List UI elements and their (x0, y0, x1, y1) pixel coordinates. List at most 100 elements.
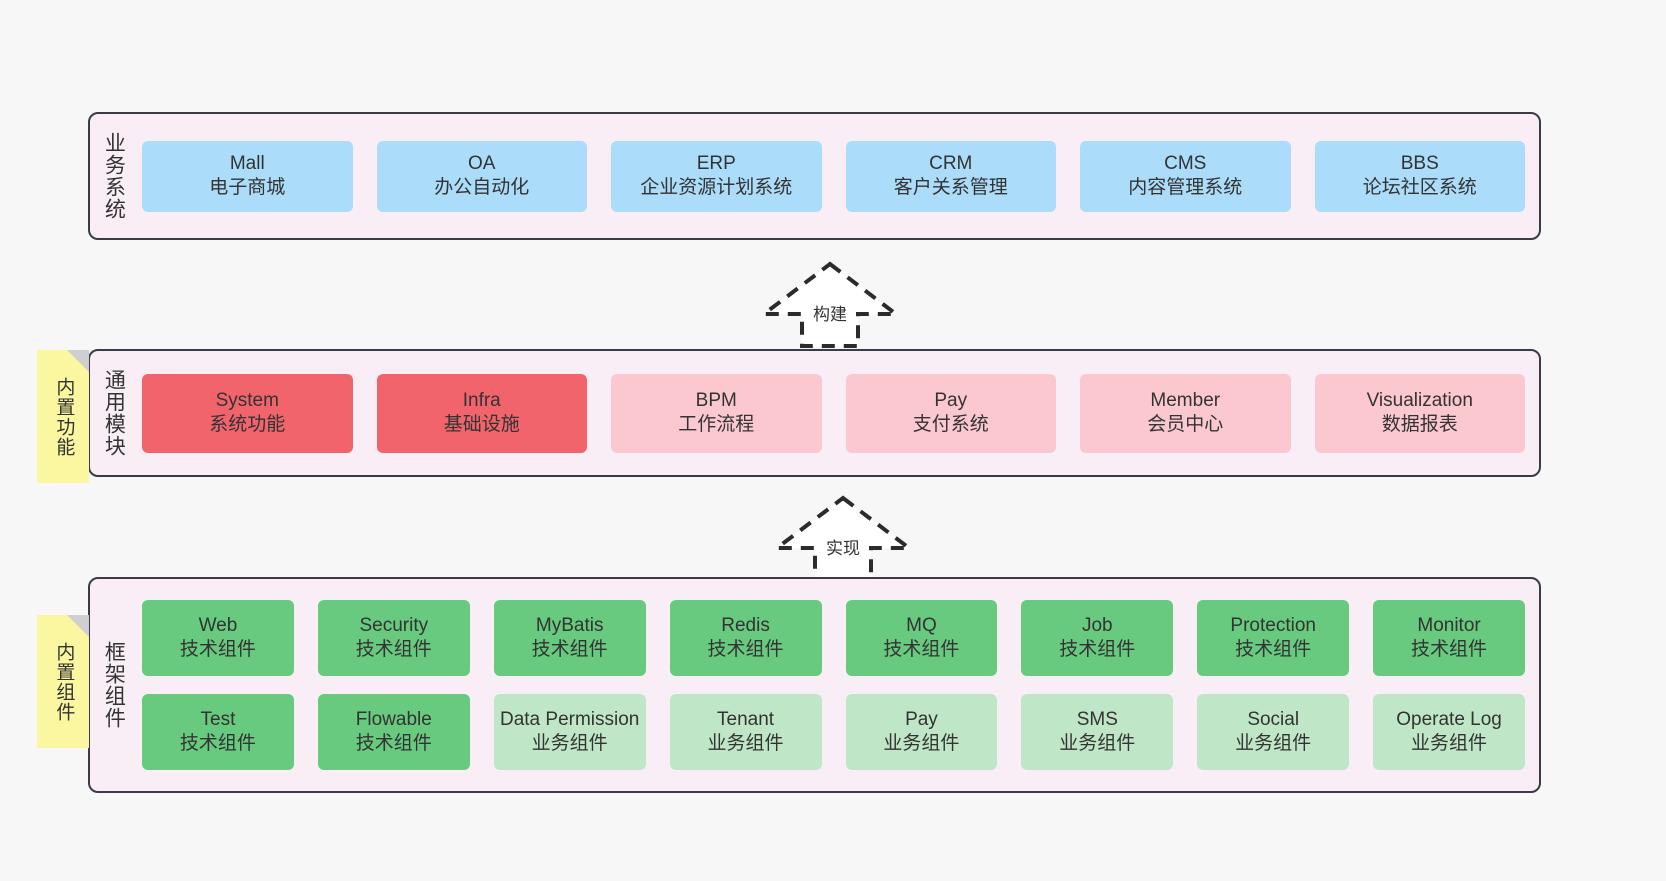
connector-build-arrow: 构建 (755, 258, 905, 350)
card-sms[interactable]: SMS 业务组件 (1021, 694, 1174, 770)
card-social[interactable]: Social 业务组件 (1197, 694, 1350, 770)
card-data-permission[interactable]: Data Permission 业务组件 (493, 694, 646, 770)
card-visualization[interactable]: Visualization 数据报表 (1314, 373, 1525, 453)
card-protection[interactable]: Protection 技术组件 (1197, 600, 1350, 676)
card-oa[interactable]: OA 办公自动化 (376, 140, 587, 212)
card-title: MQ (906, 614, 937, 636)
layer-title-framework-component: 框架组件 (102, 641, 126, 729)
note-fold-corner-icon (67, 615, 89, 637)
card-subtitle: 业务组件 (1411, 733, 1488, 754)
layer-body-framework-component: Web 技术组件 Security 技术组件 MyBatis 技术组件 Redi… (136, 579, 1539, 791)
card-subtitle: 技术组件 (355, 639, 432, 660)
card-subtitle: 办公自动化 (434, 177, 530, 198)
layer-title-common-module: 通用模块 (102, 369, 126, 457)
layer-body-business-system: Mall 电子商城 OA 办公自动化 ERP 企业资源计划系统 CRM 客户关系… (136, 114, 1539, 238)
card-subtitle: 技术组件 (707, 639, 784, 660)
card-title: MyBatis (535, 614, 604, 636)
card-title: Pay (905, 708, 938, 730)
card-title: System (215, 389, 279, 411)
card-member[interactable]: Member 会员中心 (1080, 373, 1291, 453)
card-title: Operate Log (1396, 708, 1502, 730)
note-label: 内置功能 (53, 376, 75, 457)
card-title: OA (468, 152, 496, 174)
card-operate-log[interactable]: Operate Log 业务组件 (1373, 694, 1525, 770)
card-subtitle: 数据报表 (1381, 414, 1458, 435)
card-title: Flowable (355, 708, 432, 730)
card-tenant[interactable]: Tenant 业务组件 (669, 694, 822, 770)
card-mq[interactable]: MQ 技术组件 (845, 600, 998, 676)
layer-business-system[interactable]: 业务系统 Mall 电子商城 OA 办公自动化 ERP 企业资源计划系统 CRM… (88, 112, 1541, 240)
card-title: Visualization (1366, 389, 1473, 411)
card-subtitle: 客户关系管理 (893, 177, 1008, 198)
card-redis[interactable]: Redis 技术组件 (669, 600, 822, 676)
card-subtitle: 技术组件 (179, 639, 256, 660)
card-system[interactable]: System 系统功能 (142, 373, 353, 453)
card-title: Job (1081, 614, 1113, 636)
card-subtitle: 业务组件 (707, 733, 784, 754)
card-subtitle: 技术组件 (179, 733, 256, 754)
card-cms[interactable]: CMS 内容管理系统 (1080, 140, 1291, 212)
dashed-hollow-arrow-icon (758, 261, 902, 348)
card-title: Infra (462, 389, 501, 411)
layer-framework-component[interactable]: 框架组件 Web 技术组件 Security 技术组件 MyBatis 技术组件… (88, 577, 1541, 793)
card-subtitle: 业务组件 (531, 733, 608, 754)
layer-common-module[interactable]: 通用模块 System 系统功能 Infra 基础设施 BPM 工作流程 Pay… (88, 349, 1541, 477)
card-web[interactable]: Web 技术组件 (142, 600, 294, 676)
card-subtitle: 技术组件 (355, 733, 432, 754)
card-pay[interactable]: Pay 支付系统 (845, 373, 1056, 453)
card-subtitle: 技术组件 (1059, 639, 1136, 660)
card-infra[interactable]: Infra 基础设施 (376, 373, 587, 453)
layer-row: System 系统功能 Infra 基础设施 BPM 工作流程 Pay 支付系统… (142, 373, 1525, 453)
card-subtitle: 基础设施 (443, 414, 520, 435)
card-title: Mall (229, 152, 265, 174)
card-subtitle: 支付系统 (912, 414, 989, 435)
card-crm[interactable]: CRM 客户关系管理 (845, 140, 1056, 212)
layer-title-business-system: 业务系统 (102, 132, 126, 220)
card-subtitle: 论坛社区系统 (1362, 177, 1477, 198)
card-title: Pay (934, 389, 968, 411)
note-fold-corner-icon (67, 350, 89, 372)
card-subtitle: 技术组件 (531, 639, 608, 660)
card-subtitle: 电子商城 (209, 177, 286, 198)
card-bpm[interactable]: BPM 工作流程 (611, 373, 822, 453)
card-title: SMS (1076, 708, 1118, 730)
card-title: Protection (1230, 614, 1316, 636)
card-mall[interactable]: Mall 电子商城 (142, 140, 353, 212)
card-subtitle: 工作流程 (678, 414, 755, 435)
card-test[interactable]: Test 技术组件 (142, 694, 294, 770)
card-subtitle: 企业资源计划系统 (640, 177, 793, 198)
note-builtin-function[interactable]: 内置功能 (37, 350, 89, 483)
card-title: Social (1247, 708, 1300, 730)
card-flowable[interactable]: Flowable 技术组件 (317, 694, 470, 770)
card-title: ERP (696, 152, 736, 174)
card-title: CRM (929, 152, 973, 174)
layer-body-common-module: System 系统功能 Infra 基础设施 BPM 工作流程 Pay 支付系统… (136, 351, 1539, 475)
layer-row: Test 技术组件 Flowable 技术组件 Data Permission … (142, 694, 1525, 770)
card-mybatis[interactable]: MyBatis 技术组件 (493, 600, 646, 676)
card-job[interactable]: Job 技术组件 (1021, 600, 1174, 676)
card-erp[interactable]: ERP 企业资源计划系统 (611, 140, 822, 212)
card-subtitle: 技术组件 (883, 639, 960, 660)
card-title: Tenant (717, 708, 775, 730)
card-subtitle: 业务组件 (883, 733, 960, 754)
card-title: Member (1150, 389, 1221, 411)
card-subtitle: 业务组件 (1059, 733, 1136, 754)
card-title: BBS (1400, 152, 1439, 174)
card-pay-business[interactable]: Pay 业务组件 (845, 694, 998, 770)
note-builtin-component[interactable]: 内置组件 (37, 615, 89, 748)
card-title: Data Permission (499, 708, 640, 730)
connector-build-label: 构建 (813, 305, 847, 324)
card-bbs[interactable]: BBS 论坛社区系统 (1314, 140, 1525, 212)
card-subtitle: 系统功能 (209, 414, 286, 435)
card-security[interactable]: Security 技术组件 (317, 600, 470, 676)
card-title: Web (198, 614, 238, 636)
card-subtitle: 业务组件 (1235, 733, 1312, 754)
connector-realize-arrow: 实现 (768, 492, 918, 584)
note-label: 内置组件 (53, 641, 75, 722)
card-title: Redis (721, 614, 770, 636)
card-monitor[interactable]: Monitor 技术组件 (1373, 600, 1525, 676)
layer-row: Web 技术组件 Security 技术组件 MyBatis 技术组件 Redi… (142, 600, 1525, 676)
card-title: Monitor (1417, 614, 1481, 636)
card-subtitle: 内容管理系统 (1128, 177, 1243, 198)
